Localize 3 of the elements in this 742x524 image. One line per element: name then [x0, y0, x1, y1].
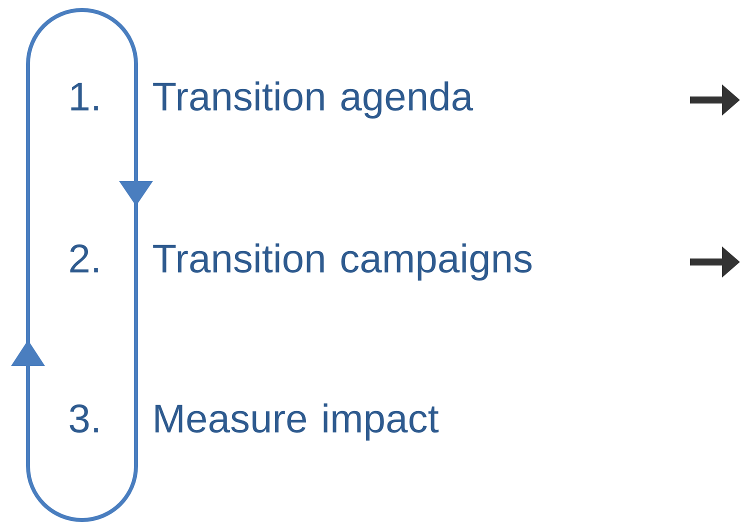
step-label: 3. Measure impact: [70, 403, 439, 441]
step-label: 1. Transition agenda: [71, 81, 474, 119]
step-label: 2. Transition campaigns: [70, 243, 532, 281]
